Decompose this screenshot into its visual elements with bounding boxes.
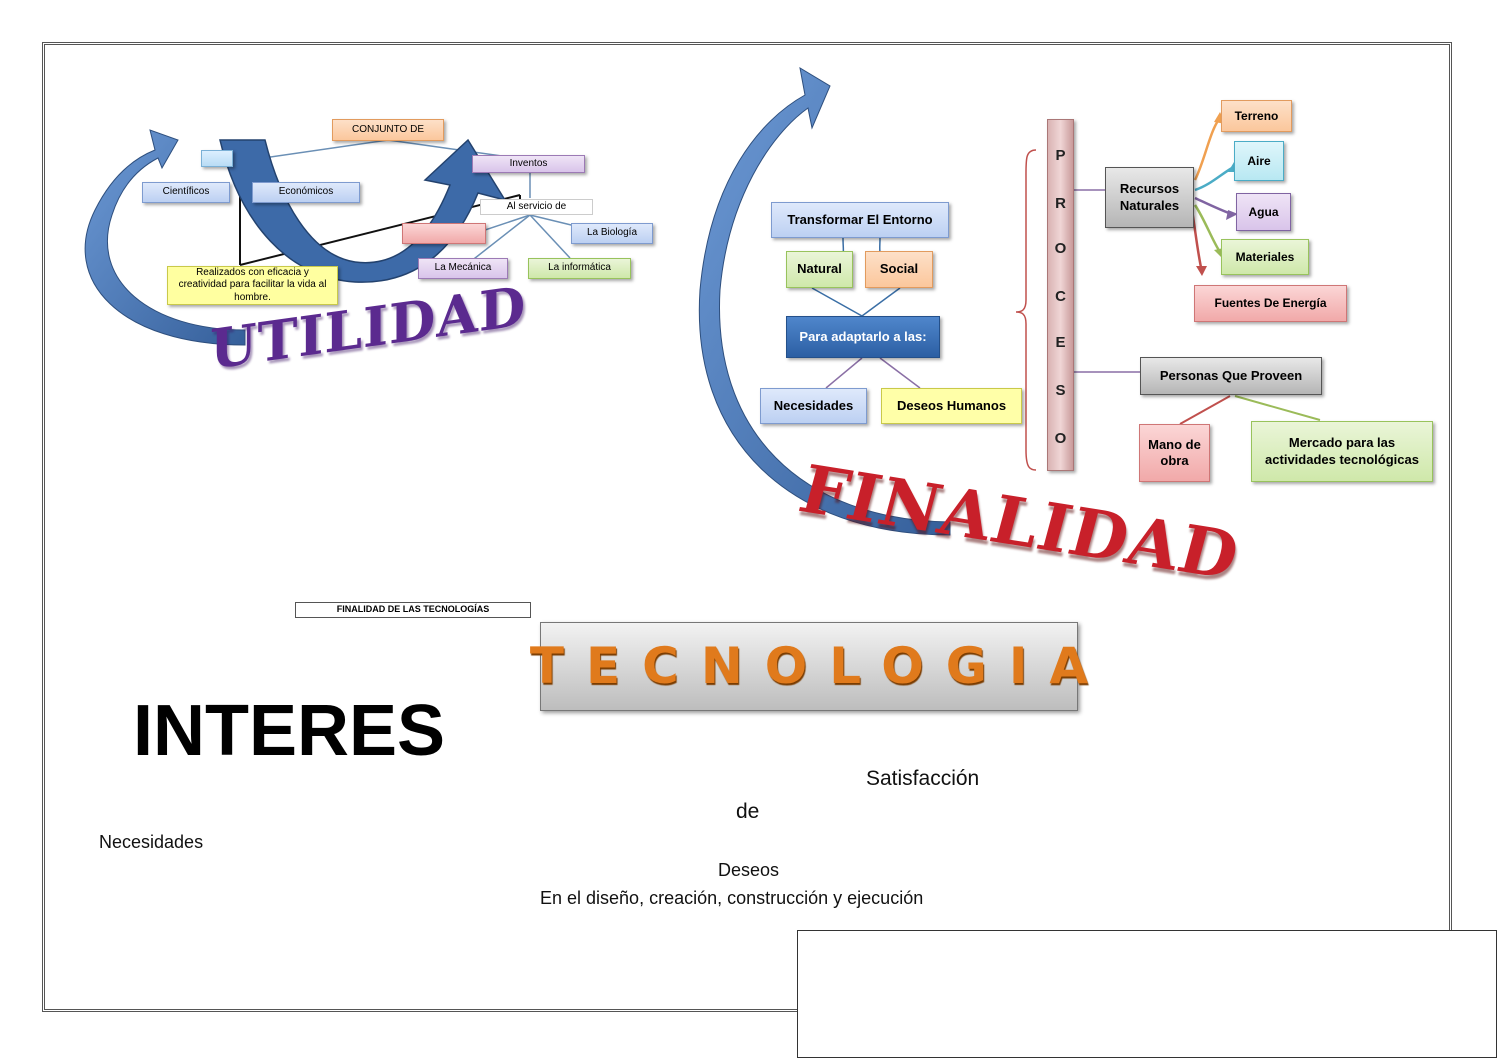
left-curved-arrow (84, 129, 246, 346)
proceso-letter: E (1055, 334, 1066, 351)
box-agua: Agua (1236, 193, 1291, 231)
box-cientificos: Científicos (142, 182, 230, 203)
box-red-blank (402, 223, 486, 244)
box-informatica: La informática (528, 258, 631, 279)
box-aire: Aire (1234, 141, 1284, 181)
box-conjunto-de: CONJUNTO DE (332, 119, 444, 141)
box-blank-top (201, 150, 233, 167)
recursos-arrows (1190, 117, 1235, 273)
interes-title: INTERES (133, 691, 446, 771)
box-deseos-humanos: Deseos Humanos (881, 388, 1022, 424)
proceso-letter: S (1055, 382, 1066, 399)
box-fuentes-energia: Fuentes De Energía (1194, 285, 1347, 322)
proceso-letter: C (1055, 288, 1066, 305)
box-transformar: Transformar El Entorno (771, 202, 949, 238)
box-economicos: Económicos (252, 182, 360, 203)
box-realizados: Realizados con eficacia y creatividad pa… (167, 266, 338, 305)
u-turn-arrow (219, 138, 507, 283)
proceso-letter: O (1054, 430, 1067, 447)
box-mercado: Mercado para las actividades tecnológica… (1251, 421, 1433, 482)
proceso-letter: R (1055, 195, 1066, 212)
proceso-bracket (1015, 149, 1037, 471)
box-al-servicio: Al servicio de (480, 199, 593, 215)
text-necesidades: Necesidades (99, 832, 204, 852)
box-mano-obra: Mano de obra (1139, 424, 1210, 482)
bottom-empty-box (797, 930, 1497, 1058)
right-map-purple-lines (825, 189, 1140, 389)
proceso-bar (1047, 119, 1074, 471)
text-satisfaccion: Satisfacción (866, 767, 980, 790)
tecnologia-title: TECNOLOGIA (529, 637, 1111, 696)
finalidad-label: FINALIDAD DE LAS TECNOLOGÍAS (295, 602, 531, 618)
proceso-letter: O (1054, 240, 1067, 257)
tecnologia-banner: TECNOLOGIA (530, 622, 1088, 711)
box-inventos: Inventos (472, 155, 585, 173)
box-biologia: La Biología (571, 223, 653, 244)
proceso-letter: P (1055, 147, 1066, 164)
box-recursos-naturales: Recursos Naturales (1105, 167, 1194, 228)
text-diseno: En el diseño, creación, construcción y e… (540, 888, 924, 908)
box-social: Social (865, 251, 933, 288)
box-natural: Natural (786, 251, 853, 288)
page-frame (42, 42, 1452, 1012)
box-materiales: Materiales (1221, 239, 1309, 275)
box-terreno: Terreno (1221, 100, 1292, 132)
text-deseos: Deseos (718, 860, 780, 880)
box-necesidades: Necesidades (760, 388, 867, 424)
box-para-adaptarlo: Para adaptarlo a las: (786, 316, 940, 358)
box-mecanica: La Mecánica (418, 258, 508, 279)
personas-lines (1179, 395, 1321, 425)
text-de: de (736, 800, 760, 823)
box-personas: Personas Que Proveen (1140, 357, 1322, 395)
right-curved-arrow (698, 67, 951, 536)
